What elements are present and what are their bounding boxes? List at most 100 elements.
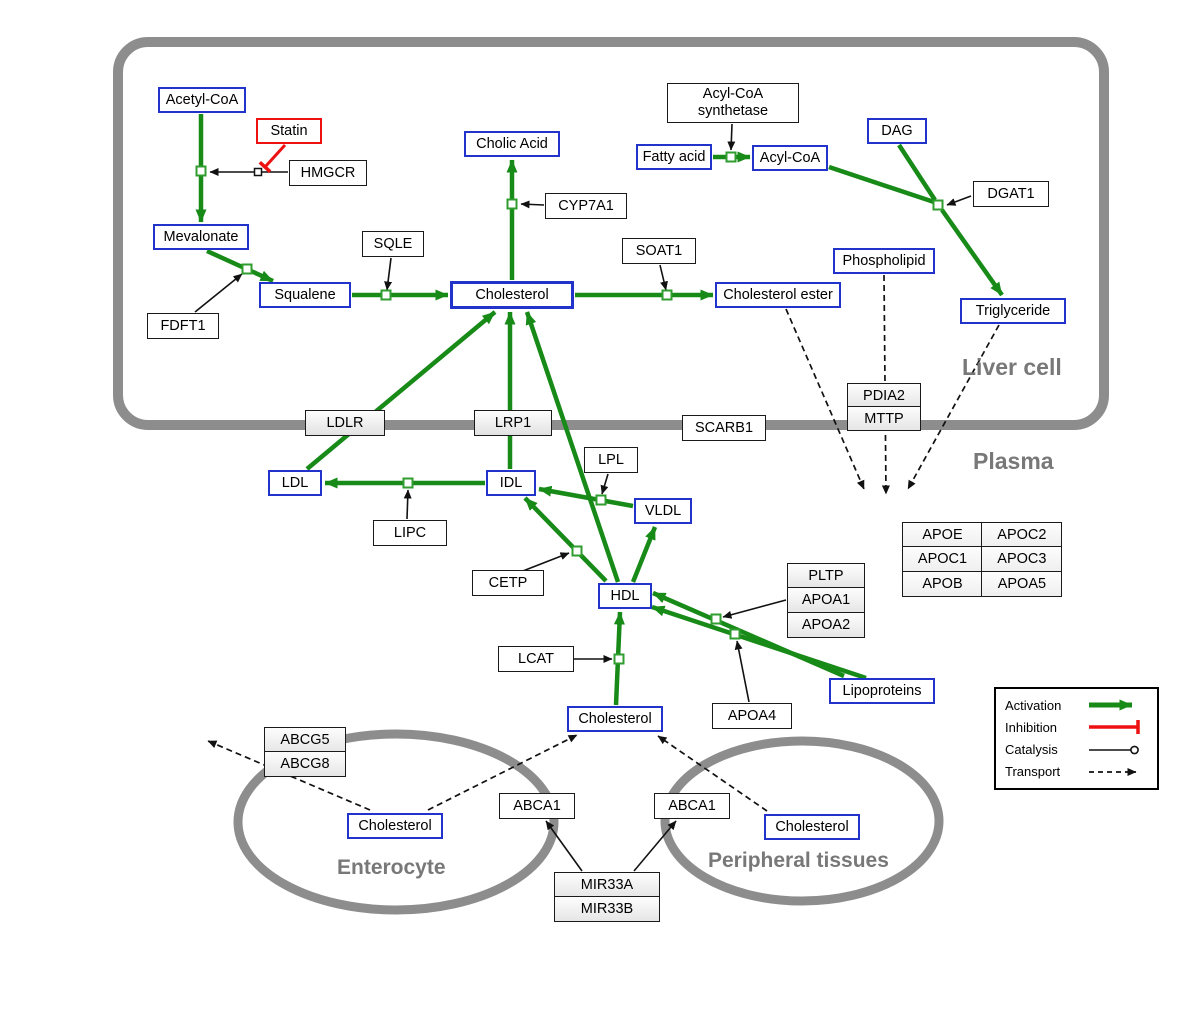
node-dag[interactable]: DAG bbox=[867, 118, 927, 144]
reaction-node bbox=[195, 165, 207, 177]
edge-apoa4-catalysis bbox=[734, 640, 750, 703]
node-squalene[interactable]: Squalene bbox=[259, 282, 351, 308]
node-apolipoproteins-table-cell-1-1[interactable]: APOC3 bbox=[981, 546, 1063, 573]
reaction-node bbox=[613, 653, 625, 665]
node-hmgcr[interactable]: HMGCR bbox=[289, 160, 367, 186]
compartment-label: Enterocyte bbox=[337, 856, 446, 879]
peripheral-tissues-membrane bbox=[660, 736, 944, 906]
edge-dgat1-catalysis bbox=[946, 195, 972, 206]
edge-hdl-to-idl-cetp bbox=[523, 496, 608, 583]
node-lcat[interactable]: LCAT bbox=[498, 646, 574, 672]
edge-hdl-to-liver-cholesterol bbox=[524, 311, 621, 583]
node-cholesterol-liver[interactable]: Cholesterol bbox=[450, 281, 574, 309]
edge-cholesterol-ester-secretion bbox=[785, 308, 865, 490]
edge-peripheral-cholesterol-efflux bbox=[657, 735, 768, 812]
node-abca1-enterocyte[interactable]: ABCA1 bbox=[499, 793, 575, 819]
node-scarb1[interactable]: SCARB1 bbox=[682, 415, 766, 441]
node-pltp-apoa1-apoa2-cell-0[interactable]: PLTP bbox=[787, 563, 865, 589]
legend-label: Transport bbox=[1005, 764, 1061, 780]
node-fdft1[interactable]: FDFT1 bbox=[147, 313, 219, 339]
node-ldlr[interactable]: LDLR bbox=[305, 410, 385, 436]
node-cholesterol-peripheral[interactable]: Cholesterol bbox=[764, 814, 860, 840]
legend-item-inhibition: Inhibition bbox=[1005, 718, 1148, 736]
node-cyp7a1[interactable]: CYP7A1 bbox=[545, 193, 627, 219]
node-lipoproteins[interactable]: Lipoproteins bbox=[829, 678, 935, 704]
edge-mir33-to-abca1-peripheral bbox=[633, 820, 677, 872]
edge-dag-to-dgat-junction bbox=[897, 143, 937, 202]
liver-cell-membrane bbox=[113, 37, 1109, 430]
edge-lipc-catalysis bbox=[403, 489, 412, 520]
node-cholic-acid[interactable]: Cholic Acid bbox=[464, 131, 560, 157]
node-lipc[interactable]: LIPC bbox=[373, 520, 447, 546]
node-ldl[interactable]: LDL bbox=[268, 470, 322, 496]
edge-sqle-catalysis bbox=[384, 257, 393, 291]
node-triglyceride[interactable]: Triglyceride bbox=[960, 298, 1066, 324]
node-fatty-acid[interactable]: Fatty acid bbox=[636, 144, 712, 170]
node-mir33a-mir33b-cell-1[interactable]: MIR33B bbox=[554, 896, 660, 923]
node-abca1-peripheral[interactable]: ABCA1 bbox=[654, 793, 730, 819]
node-pltp-apoa1-apoa2-cell-1[interactable]: APOA1 bbox=[787, 587, 865, 614]
node-acetyl-coa[interactable]: Acetyl-CoA bbox=[158, 87, 246, 113]
node-acyl-coa[interactable]: Acyl-CoA bbox=[752, 145, 828, 171]
node-lpl[interactable]: LPL bbox=[584, 447, 638, 473]
reaction-node bbox=[506, 198, 518, 210]
edge-pltp-apoa-catalysis bbox=[722, 599, 787, 619]
reaction-node bbox=[661, 289, 673, 301]
node-cholesterol-plasma[interactable]: Cholesterol bbox=[567, 706, 663, 732]
node-apolipoproteins-table-cell-2-0[interactable]: APOB bbox=[902, 570, 983, 597]
edge-soat1-catalysis bbox=[659, 264, 668, 291]
node-pdia2-mttp-cell-1[interactable]: MTTP bbox=[847, 406, 921, 432]
legend-catalysis-glyph bbox=[1089, 745, 1139, 755]
reaction-node bbox=[725, 151, 737, 163]
node-mevalonate[interactable]: Mevalonate bbox=[153, 224, 249, 250]
node-apoa4[interactable]: APOA4 bbox=[712, 703, 792, 729]
node-statin[interactable]: Statin bbox=[256, 118, 322, 144]
legend-item-catalysis: Catalysis bbox=[1005, 741, 1148, 759]
node-pdia2-mttp-cell-0[interactable]: PDIA2 bbox=[847, 383, 921, 408]
edge-lpl-catalysis bbox=[600, 473, 609, 495]
edge-enterocyte-cholesterol-efflux bbox=[427, 734, 578, 811]
node-idl[interactable]: IDL bbox=[486, 470, 536, 496]
reaction-node bbox=[932, 199, 944, 211]
node-cetp[interactable]: CETP bbox=[472, 570, 544, 596]
node-sqle[interactable]: SQLE bbox=[362, 231, 424, 257]
legend-label: Catalysis bbox=[1005, 742, 1058, 758]
legend-label: Inhibition bbox=[1005, 719, 1058, 735]
legend-item-transport: Transport bbox=[1005, 763, 1148, 781]
node-vldl[interactable]: VLDL bbox=[634, 498, 692, 524]
compartment-label: Liver cell bbox=[962, 354, 1062, 380]
node-apolipoproteins-table-cell-0-0[interactable]: APOE bbox=[902, 522, 983, 548]
node-apolipoproteins-table-cell-2-1[interactable]: APOA5 bbox=[981, 570, 1063, 597]
edge-ldl-to-liver-cholesterol bbox=[305, 310, 497, 471]
node-soat1[interactable]: SOAT1 bbox=[622, 238, 696, 264]
node-apolipoproteins-table-cell-1-0[interactable]: APOC1 bbox=[902, 546, 983, 573]
node-acyl-coa-synthetase-line-1: synthetase bbox=[697, 103, 769, 119]
node-phospholipid[interactable]: Phospholipid bbox=[833, 248, 935, 274]
legend-activation-glyph bbox=[1089, 699, 1133, 711]
catalysis-node bbox=[253, 167, 263, 177]
node-cholesterol-ester[interactable]: Cholesterol ester bbox=[715, 282, 841, 308]
node-abcg5-abcg8-cell-0[interactable]: ABCG5 bbox=[264, 727, 346, 753]
node-mir33a-mir33b-cell-0[interactable]: MIR33A bbox=[554, 872, 660, 898]
reaction-node bbox=[595, 494, 607, 506]
node-hdl[interactable]: HDL bbox=[598, 583, 652, 609]
node-pltp-apoa1-apoa2-cell-2[interactable]: APOA2 bbox=[787, 611, 865, 638]
edge-statin-inhibits-hmgcr bbox=[258, 143, 287, 174]
reaction-node bbox=[729, 628, 741, 640]
legend-label: Activation bbox=[1005, 697, 1062, 713]
node-abcg5-abcg8-cell-1[interactable]: ABCG8 bbox=[264, 751, 346, 778]
node-apolipoproteins-table-cell-0-1[interactable]: APOC2 bbox=[981, 522, 1063, 548]
edge-fdft1-catalysis bbox=[194, 273, 243, 313]
node-lrp1[interactable]: LRP1 bbox=[474, 410, 552, 436]
node-cholesterol-enterocyte[interactable]: Cholesterol bbox=[347, 813, 443, 839]
node-dgat1[interactable]: DGAT1 bbox=[973, 181, 1049, 207]
legend-item-activation: Activation bbox=[1005, 696, 1148, 714]
